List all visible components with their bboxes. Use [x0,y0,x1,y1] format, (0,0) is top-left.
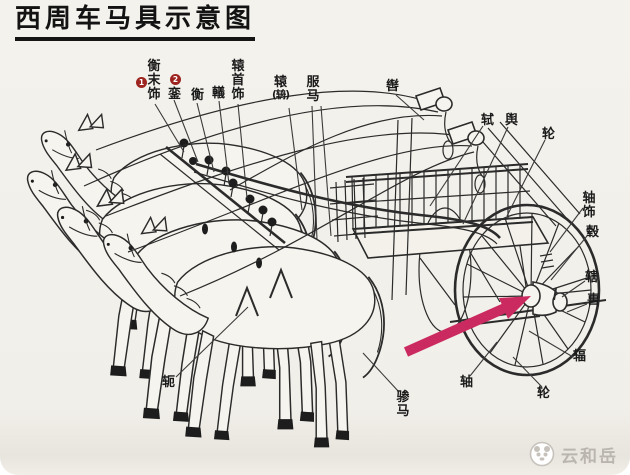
highlight-arrow [403,296,531,357]
label-pei: 辔 [386,79,400,94]
label-lun-top: 轮 [542,127,556,142]
label-yu: 舆 [505,113,519,128]
horses-drawing [26,113,385,448]
leader-lines [154,94,588,393]
label-shi: 轼 [481,113,495,128]
watermark-panda-logo-icon [529,441,555,467]
wheel-drawing [453,203,601,377]
label-e-yoke: 轭 [162,375,176,390]
label-heng-mo-shi: 衡末饰 [147,59,161,102]
label-gu: 毂 [586,225,600,240]
label-lun-bottom: 轮 [537,386,551,401]
label-yuan-main: 辕 [274,75,288,90]
label-xia: 辖 [585,270,599,285]
label-wei: 軎 [587,293,601,308]
label-zhou-shi: 轴饰 [582,191,596,220]
label-zhou-axle: 轴 [460,375,474,390]
badge-1: 1 [136,77,147,88]
label-yi: 轙 [212,86,226,101]
label-luan: 銮 [168,87,182,102]
label-can-ma: 骖马 [396,390,410,419]
label-heng: 衡 [191,88,205,103]
label-yuan-zhou: 辕 (辀) [272,75,290,101]
watermark-text: 云和岳 [561,446,618,467]
label-yuan-shou-shi: 辕首饰 [231,59,245,102]
label-fu-ma: 服马 [306,75,320,104]
badge-2: 2 [170,74,181,85]
watermark: 云和岳 [529,441,618,467]
chariot-body-drawing [189,157,607,328]
label-fu-spoke: 辐 [573,349,587,364]
page-title: 西周车马具示意图 [15,4,256,41]
label-yuan-alt: (辀) [272,88,290,101]
